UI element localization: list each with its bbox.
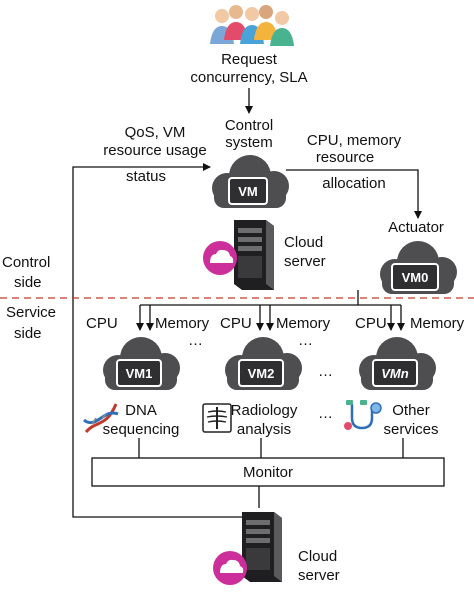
vmn-service-label-line2: services [383,421,438,438]
bottom-cloud-server-label-line2: server [298,567,340,584]
bottom-cloud-badge-icon [213,551,247,585]
vm1-cloud-icon [103,337,180,390]
qos-label-line2: resource usage [103,142,206,159]
control-side-label-line2: side [14,274,42,291]
qos-label-line3: status [126,168,166,185]
cpu-memory-label-line2: resource [316,149,374,166]
ellipsis-4: … [318,405,333,422]
vm1-label: VM1 [126,366,153,381]
cpu-memory-label-line3: allocation [322,175,385,192]
vm2-cpu-label: CPU [220,315,252,332]
control-server-icon [234,220,274,290]
stethoscope-icon [344,400,382,430]
vm2-service-label-line2: analysis [237,421,291,438]
xray-icon [202,403,232,433]
vm1-service-label-line2: sequencing [103,421,180,438]
service-side-label-line1: Service [6,304,56,321]
control-cloud-badge-icon [203,241,237,275]
vm1-service-label-line1: DNA [125,402,157,419]
vmn-service-label-line1: Other [392,402,430,419]
control-system-label-line1: Control [225,117,273,134]
bottom-server-icon [242,512,282,582]
control-vm-label: VM [238,184,258,199]
vm1-memory-label: Memory [155,315,210,332]
allocation-arrow [286,169,422,219]
monitor-label: Monitor [243,464,293,481]
vm2-service-label-line1: Radiology [231,402,298,419]
actuator-label: Actuator [388,219,444,236]
ellipsis-1: … [188,332,203,349]
request-label-line1: Request [221,51,278,68]
vm2-label: VM2 [248,366,275,381]
cpu-memory-label-line1: CPU, memory [307,132,402,149]
monitor-box [91,457,445,487]
bottom-cloud-server-label-line1: Cloud [298,548,337,565]
vm1-cpu-label: CPU [86,315,118,332]
vmn-label: VMn [381,366,409,381]
control-cloud-server-label-line2: server [284,253,326,270]
feedback-arrow [72,163,249,518]
qos-label-line1: QoS, VM [125,124,186,141]
dna-icon [83,403,119,434]
ellipsis-2: … [298,332,313,349]
actuator-cloud-icon [380,241,457,294]
vmn-cloud-icon [359,337,436,390]
control-side-label-line1: Control [2,254,50,271]
control-cloud-server-label-line1: Cloud [284,234,323,251]
vmn-cpu-label: CPU [355,315,387,332]
request-label-line2: concurrency, SLA [190,69,307,86]
actuator-vm0-label: VM0 [402,270,429,285]
ellipsis-3: … [318,363,333,380]
vmn-memory-label: Memory [410,315,465,332]
control-system-label-line2: system [225,134,273,151]
control-cloud-icon [212,155,289,208]
service-side-label-line2: side [14,325,42,342]
vm2-memory-label: Memory [276,315,331,332]
users-icon [210,5,294,46]
vm2-cloud-icon [225,337,302,390]
